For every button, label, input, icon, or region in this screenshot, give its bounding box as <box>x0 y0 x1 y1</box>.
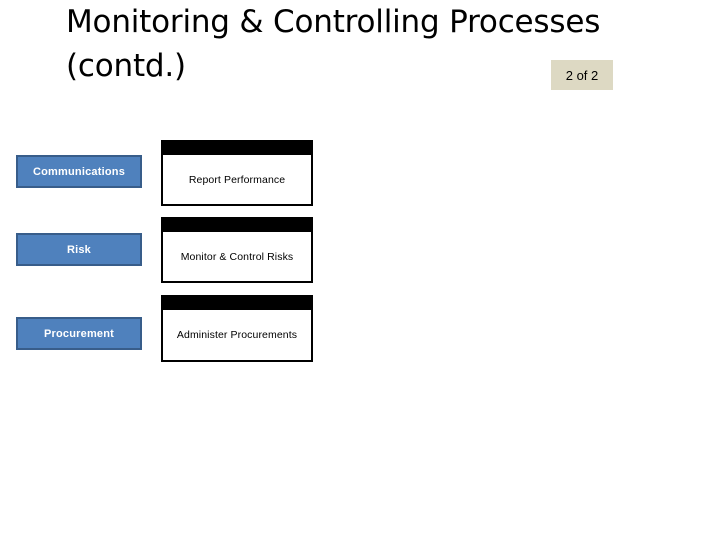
process-box-label: Monitor & Control Risks <box>163 232 311 281</box>
knowledge-area-chip-procurement[interactable]: Procurement <box>16 317 142 350</box>
knowledge-area-chip-risk[interactable]: Risk <box>16 233 142 266</box>
process-box-administer-procurements[interactable]: Administer Procurements <box>161 295 313 362</box>
process-box-report-performance[interactable]: Report Performance <box>161 140 313 206</box>
process-box-monitor-control-risks[interactable]: Monitor & Control Risks <box>161 217 313 283</box>
knowledge-area-chip-communications[interactable]: Communications <box>16 155 142 188</box>
page-number-badge: 2 of 2 <box>551 60 613 90</box>
page-title: Monitoring & Controlling Processes (cont… <box>66 4 610 84</box>
process-box-label: Report Performance <box>163 155 311 204</box>
process-box-label: Administer Procurements <box>163 310 311 360</box>
